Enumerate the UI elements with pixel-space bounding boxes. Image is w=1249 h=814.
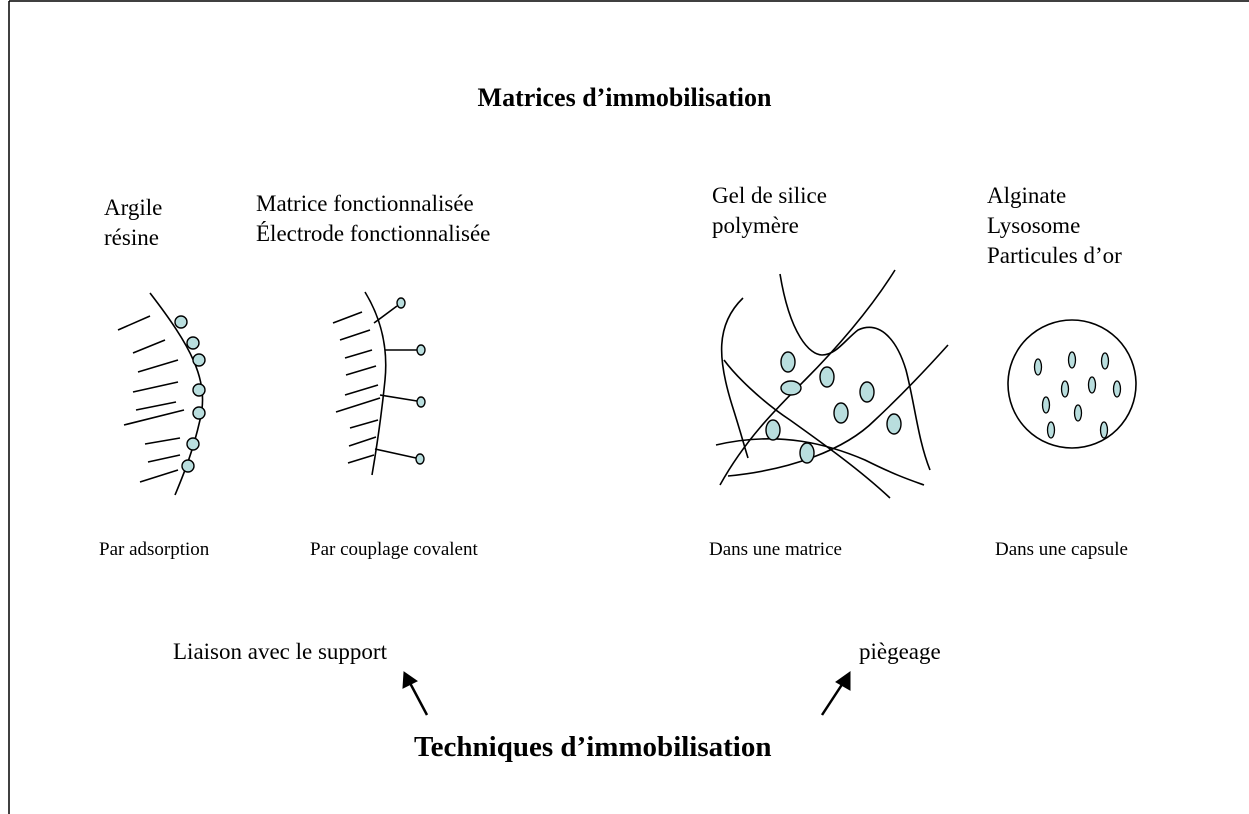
group-entrapment-label: piègeage [859,639,941,664]
arrows [402,671,851,716]
material-label: Particules d’or [987,242,1122,268]
matrix-illustration [715,269,949,499]
enzyme-particle [833,402,849,424]
material-label: Gel de silice [712,183,827,208]
enzyme-particle [192,353,206,367]
enzyme-particle [1073,404,1083,422]
enzyme-particle [1046,421,1056,439]
capsule-illustration [1007,319,1137,449]
enzyme-particle [416,396,426,408]
covalent-illustration [332,291,418,476]
enzyme-particle [859,381,875,403]
enzyme-particle [780,351,796,373]
method-matrix: Dans une matrice [709,539,842,560]
enzyme-particle [186,437,200,451]
enzyme-particle [396,297,406,309]
enzyme-particle [1067,351,1077,369]
material-label: polymère [712,212,799,238]
material-label: Matrice fonctionnalisée [256,191,474,216]
matrix-materials: Gel de silice polymère [712,181,827,241]
enzyme-particle [186,336,200,350]
enzyme-particle [1100,352,1110,370]
material-label: Argile [104,195,163,220]
enzyme-particle [192,383,206,397]
diagram-title: Matrices d’immobilisation [477,83,772,112]
material-label: Électrode fonctionnalisée [256,220,491,246]
enzyme-particle [799,442,815,464]
entrapped-enzymes [765,351,902,464]
enzyme-particle [765,419,781,441]
adsorption-materials: Argile résine [104,193,162,253]
enzyme-particle [415,453,425,465]
enzyme-particle [1060,380,1070,398]
capsule-materials: Alginate Lysosome Particules d’or [987,181,1122,271]
enzyme-particle [780,380,802,396]
group-binding-label: Liaison avec le support [173,639,387,664]
capsule-membrane [1007,319,1137,449]
arrow-binding-head [402,671,418,689]
techniques-title: Techniques d’immobilisation [414,731,772,763]
enzyme-particle [1041,396,1051,414]
enzyme-particle [1112,380,1122,398]
covalent-enzymes [396,297,426,465]
enzyme-particle [181,459,195,473]
arrow-binding [408,682,429,716]
enzyme-particle [174,315,188,329]
method-covalent: Par couplage covalent [310,539,478,560]
material-label: Alginate [987,183,1067,208]
enzyme-particle [416,344,426,356]
enzyme-particle [192,406,206,420]
enzyme-particle [819,366,835,388]
enzyme-particle [1099,421,1109,439]
enzyme-particle [886,413,902,435]
method-capsule: Dans une capsule [995,539,1128,560]
enzyme-particle [1033,358,1043,376]
covalent-materials: Matrice fonctionnalisée Électrode foncti… [256,189,490,249]
enzyme-particle [1087,376,1097,394]
adsorbed-enzymes [174,315,206,473]
material-label: Lysosome [987,212,1081,238]
arrow-entrapment-head [835,671,851,691]
method-adsorption: Par adsorption [99,539,210,560]
arrow-entrapment [820,682,845,716]
material-label: résine [104,224,159,250]
